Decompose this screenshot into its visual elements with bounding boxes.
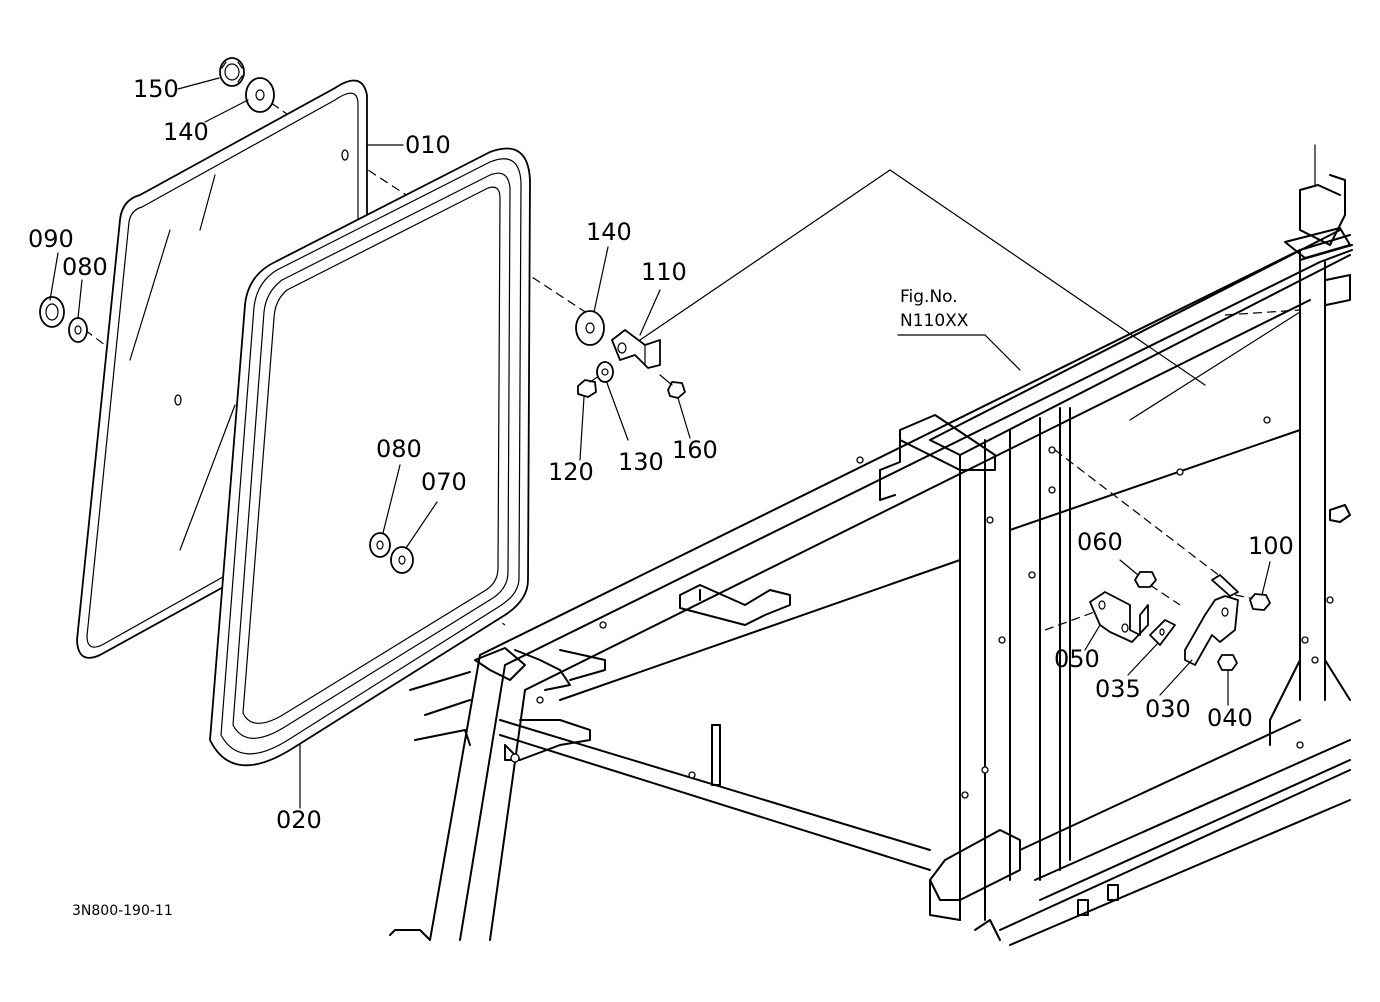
- shim-035: [1149, 619, 1176, 646]
- callout-020: 020: [276, 806, 322, 834]
- washer-080-lower: [369, 532, 391, 558]
- callout-070: 070: [421, 468, 467, 496]
- washer-130: [596, 361, 614, 383]
- bracket-110: [611, 329, 661, 369]
- callout-080-lower: 080: [376, 435, 422, 463]
- washer-140-upper: [245, 77, 275, 113]
- callout-140-upper: 140: [163, 118, 209, 146]
- hinge-030: [1184, 574, 1239, 666]
- washer-140-right: [575, 310, 605, 346]
- nut-090: [39, 296, 65, 328]
- bolt-100: [1249, 593, 1271, 611]
- callout-010: 010: [405, 131, 451, 159]
- reference-line1: Fig.No.: [900, 287, 958, 307]
- bolt-040: [1217, 654, 1238, 671]
- callout-150: 150: [133, 75, 179, 103]
- callout-030: 030: [1145, 695, 1191, 723]
- callout-140-right: 140: [586, 218, 632, 246]
- fasteners-left: [39, 57, 414, 574]
- figure-code: 3N800-190-11: [72, 903, 173, 919]
- callout-040: 040: [1207, 704, 1253, 732]
- callout-100: 100: [1248, 532, 1294, 560]
- callout-120: 120: [548, 458, 594, 486]
- callout-035: 035: [1095, 675, 1141, 703]
- bolt-060: [1134, 571, 1157, 588]
- callout-090: 090: [28, 225, 74, 253]
- seal-020: [209, 147, 531, 767]
- callout-130: 130: [618, 448, 664, 476]
- washer-080-left: [68, 317, 88, 343]
- cab-frame: [389, 144, 1353, 946]
- upper-bracket-group: [575, 310, 686, 399]
- hinge-050: [1089, 591, 1149, 643]
- callout-110: 110: [641, 258, 687, 286]
- figure-reference: Fig.No. N110XX: [639, 169, 1206, 386]
- reference-line2: N110XX: [900, 311, 969, 331]
- callout-060: 060: [1077, 528, 1123, 556]
- washer-070: [390, 546, 414, 574]
- hinge-group: [1089, 571, 1271, 671]
- callout-080-upper: 080: [62, 253, 108, 281]
- callout-050: 050: [1054, 645, 1100, 673]
- callout-160: 160: [672, 436, 718, 464]
- callout-labels: 150 140 010 090 080 140 110 120 130 160 …: [28, 75, 1294, 834]
- bolt-160: [659, 374, 686, 399]
- callout-leaders: [49, 77, 1271, 809]
- nut-150: [219, 57, 245, 87]
